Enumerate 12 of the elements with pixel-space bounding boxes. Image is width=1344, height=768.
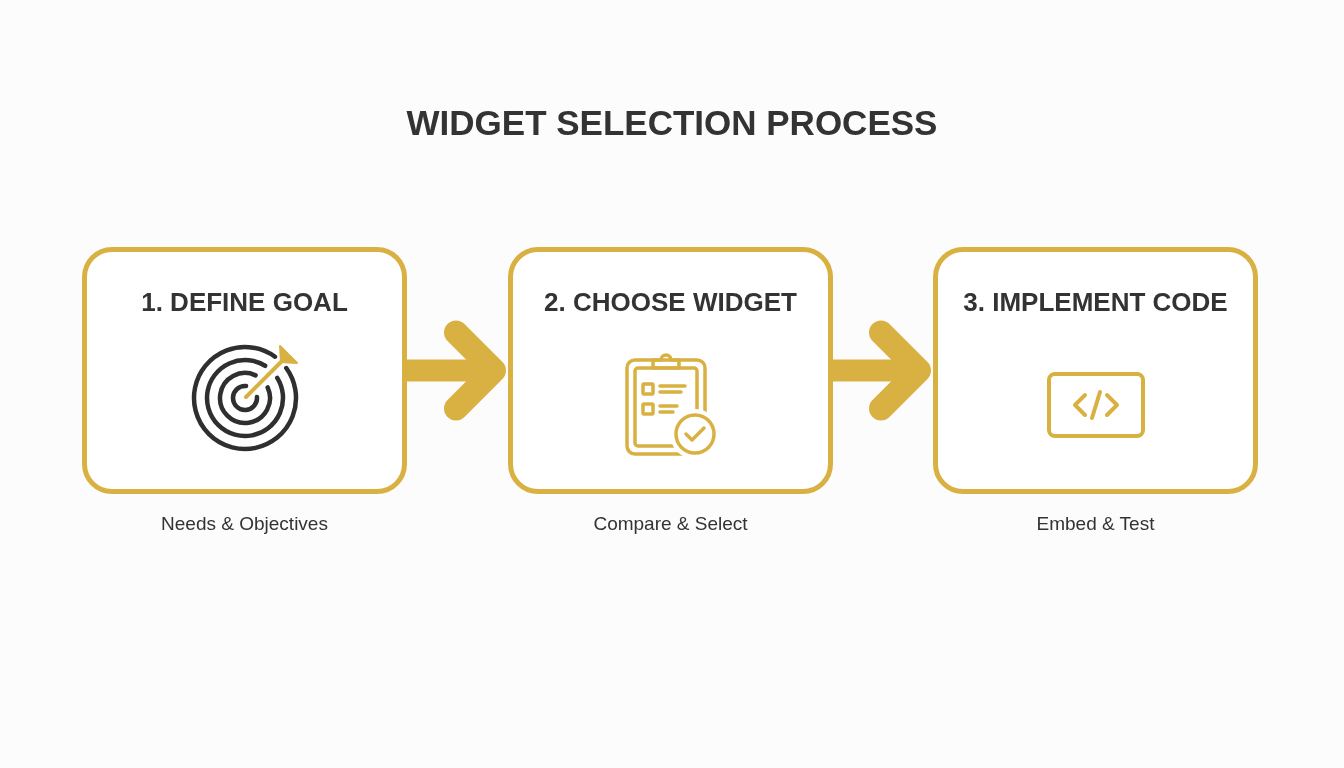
step-box bbox=[508, 247, 833, 494]
diagram-title: WIDGET SELECTION PROCESS bbox=[406, 102, 938, 144]
step-box bbox=[82, 247, 407, 494]
step-heading: 1. DEFINE GOAL bbox=[141, 288, 348, 316]
step-caption: Needs & Objectives bbox=[161, 512, 328, 536]
step-caption: Embed & Test bbox=[1036, 512, 1155, 536]
step-box bbox=[933, 247, 1258, 494]
step-heading: 3. IMPLEMENT CODE bbox=[963, 288, 1228, 316]
arrow bbox=[833, 320, 931, 421]
arrow bbox=[407, 320, 506, 421]
step-caption: Compare & Select bbox=[593, 512, 748, 536]
step-heading: 2. CHOOSE WIDGET bbox=[544, 288, 797, 316]
